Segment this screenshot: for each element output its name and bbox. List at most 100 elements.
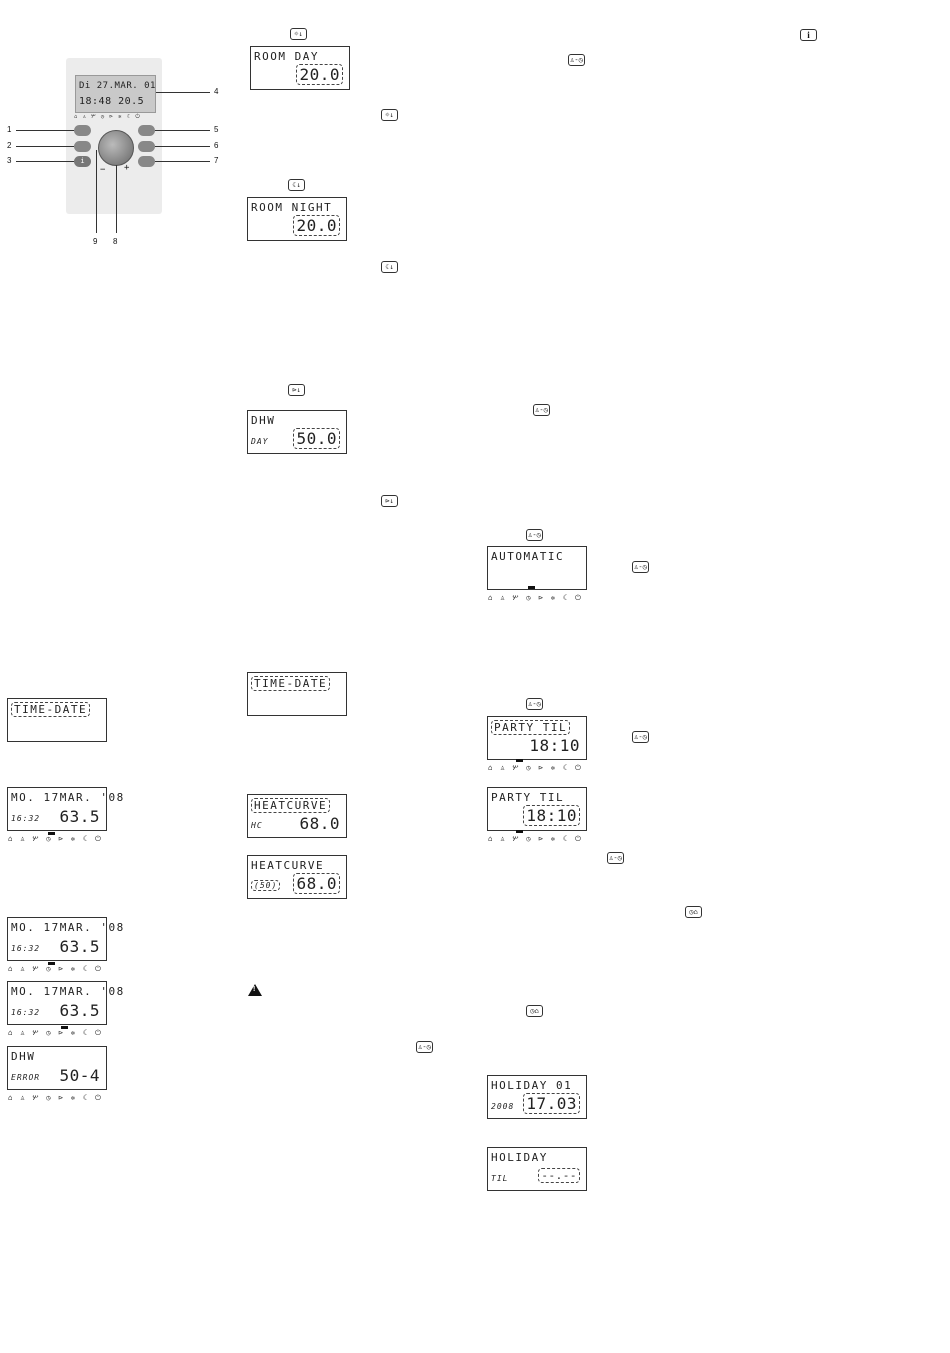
lcd-time-date-left-title: TIME-DATE <box>11 702 91 717</box>
device-symbol-row: ⌂ ♙ ሦ ◷ ⊳ ✲ ☾ ⏻ <box>74 114 141 120</box>
callout-6: 6 <box>214 141 219 150</box>
lcd-heatcurve-hc: HEATCURVE HC 68.0 <box>247 794 347 838</box>
lcd-holiday-1-value: 17.03 <box>523 1093 580 1114</box>
dhw-temp-key-icon: ⊳↓ <box>288 384 305 396</box>
device-display-line1: Di 27.MAR. 01 <box>79 81 156 91</box>
lcd-holiday-1: HOLIDAY 01 2008 17.03 <box>487 1075 587 1119</box>
callout-9: 9 <box>93 237 98 246</box>
lcd-room-day: ROOM DAY 20.0 <box>250 46 350 90</box>
leader-5 <box>155 130 210 131</box>
lcd-status-2: MO. 17MAR. '08 16:32 63.5 ⌂ ♙ ሦ ◷ ⊳ ✲ ☾ … <box>7 917 123 973</box>
lcd-dhw-error-value: 50-4 <box>59 1066 100 1085</box>
device-rotary-dial[interactable] <box>98 130 134 166</box>
leader-8 <box>116 165 117 233</box>
leader-6 <box>155 146 210 147</box>
night-temp-key-icon: ☾↓ <box>288 179 305 191</box>
lcd-holiday-2-title: HOLIDAY <box>491 1151 548 1164</box>
lcd-status-3-symbols: ⌂ ♙ ሦ ◷ ⊳ ✲ ☾ ⏻ <box>8 1028 103 1037</box>
lcd-status-3-value: 63.5 <box>59 1001 100 1020</box>
device-holiday-button[interactable] <box>74 141 91 152</box>
lcd-status-2-symbols: ⌂ ♙ ሦ ◷ ⊳ ✲ ☾ ⏻ <box>8 964 103 973</box>
leader-7 <box>155 161 210 162</box>
mode-key-icon: ♙-◷ <box>607 852 624 864</box>
holiday-key-icon: ◷⌂ <box>526 1005 543 1017</box>
device-dhw-temp-button[interactable] <box>138 156 155 167</box>
lcd-status-2-time: 16:32 <box>11 944 41 953</box>
lcd-automatic-title: AUTOMATIC <box>491 550 565 563</box>
lcd-time-date-left: TIME-DATE <box>7 698 107 742</box>
device-display: Di 27.MAR. 01 18:48 20.5 <box>75 75 156 113</box>
lcd-dhw-day: DHW DAY 50.0 <box>247 410 347 454</box>
lcd-party-1-value: 18:10 <box>529 736 580 755</box>
callout-3: 3 <box>7 156 12 165</box>
lcd-heatcurve-hc-value: 68.0 <box>299 814 340 833</box>
lcd-holiday-2-value: --.-- <box>538 1168 580 1183</box>
day-temp-key-icon: ☼↓ <box>381 109 398 121</box>
device-mode-button[interactable] <box>74 125 91 136</box>
lcd-status-2-value: 63.5 <box>59 937 100 956</box>
callout-2: 2 <box>7 141 12 150</box>
mode-key-icon: ♙-◷ <box>632 561 649 573</box>
lcd-status-1: MO. 17MAR. '08 16:32 63.5 ⌂ ♙ ሦ ◷ ⊳ ✲ ☾ … <box>7 787 123 843</box>
lcd-time-date-mid: TIME-DATE <box>247 672 347 716</box>
lcd-dhw-error-sub: ERROR <box>11 1073 41 1082</box>
lcd-room-night: ROOM NIGHT 20.0 <box>247 197 347 241</box>
lcd-automatic-marker <box>528 586 535 589</box>
device-night-temp-button[interactable] <box>138 141 155 152</box>
lcd-dhw-error: DHW ERROR 50-4 ⌂ ♙ ሦ ◷ ⊳ ✲ ☾ ⏻ <box>7 1046 107 1102</box>
device-display-line2: 18:48 20.5 <box>79 96 145 107</box>
lcd-party-1-marker <box>516 759 523 762</box>
lcd-holiday-2-sub: TIL <box>491 1174 509 1183</box>
lcd-status-3-marker <box>61 1026 68 1029</box>
device-day-temp-button[interactable] <box>138 125 155 136</box>
lcd-party-2: PARTY TIL 18:10 ⌂ ♙ ሦ ◷ ⊳ ✲ ☾ ⏻ <box>487 787 587 843</box>
callout-5: 5 <box>214 125 219 134</box>
mode-key-icon: ♙-◷ <box>416 1041 433 1053</box>
lcd-holiday-1-year: 2008 <box>491 1102 515 1111</box>
lcd-time-date-mid-title: TIME-DATE <box>251 676 331 691</box>
lcd-dhw-day-value: 50.0 <box>293 428 340 449</box>
lcd-status-3-date: MO. 17MAR. '08 <box>11 985 125 998</box>
leader-4 <box>156 92 210 93</box>
lcd-room-night-value: 20.0 <box>293 215 340 236</box>
leader-1 <box>16 130 74 131</box>
mode-key-icon: ♙-◷ <box>533 404 550 416</box>
lcd-dhw-error-title: DHW <box>11 1050 36 1063</box>
lcd-status-2-date: MO. 17MAR. '08 <box>11 921 125 934</box>
lcd-room-day-title: ROOM DAY <box>254 50 319 63</box>
callout-8: 8 <box>113 237 118 246</box>
lcd-party-1-title: PARTY TIL <box>491 720 571 735</box>
lcd-heatcurve-50-title: HEATCURVE <box>251 859 325 872</box>
lcd-heatcurve-50: HEATCURVE (50) 68.0 <box>247 855 347 899</box>
lcd-party-2-symbols: ⌂ ♙ ሦ ◷ ⊳ ✲ ☾ ⏻ <box>488 834 583 843</box>
lcd-party-2-marker <box>516 830 523 833</box>
lcd-party-2-value: 18:10 <box>523 805 580 826</box>
lcd-status-3-time: 16:32 <box>11 1008 41 1017</box>
lcd-dhw-error-symbols: ⌂ ♙ ሦ ◷ ⊳ ✲ ☾ ⏻ <box>8 1093 103 1102</box>
lcd-status-1-marker <box>48 832 55 835</box>
lcd-automatic-symbols: ⌂ ♙ ሦ ◷ ⊳ ✲ ☾ ⏻ <box>488 593 583 602</box>
lcd-status-3: MO. 17MAR. '08 16:32 63.5 ⌂ ♙ ሦ ◷ ⊳ ✲ ☾ … <box>7 981 123 1037</box>
mode-key-icon: ♙-◷ <box>526 529 543 541</box>
warning-icon: ! <box>248 984 262 996</box>
lcd-status-1-time: 16:32 <box>11 814 41 823</box>
lcd-heatcurve-50-value: 68.0 <box>293 873 340 894</box>
lcd-status-1-value: 63.5 <box>59 807 100 826</box>
lcd-party-1-symbols: ⌂ ♙ ሦ ◷ ⊳ ✲ ☾ ⏻ <box>488 763 583 772</box>
lcd-room-night-title: ROOM NIGHT <box>251 201 333 214</box>
lcd-party-2-title: PARTY TIL <box>491 791 565 804</box>
dial-plus-label: + <box>124 163 130 173</box>
lcd-holiday-1-title: HOLIDAY 01 <box>491 1079 573 1092</box>
controller-device: Di 27.MAR. 01 18:48 20.5 ⌂ ♙ ሦ ◷ ⊳ ✲ ☾ ⏻… <box>66 58 162 214</box>
leader-2 <box>16 146 74 147</box>
device-info-button[interactable]: i <box>74 156 91 167</box>
lcd-status-1-symbols: ⌂ ♙ ሦ ◷ ⊳ ✲ ☾ ⏻ <box>8 834 103 843</box>
callout-4: 4 <box>214 87 219 96</box>
day-temp-key-icon: ☼↓ <box>290 28 307 40</box>
info-key-icon: i <box>800 29 817 41</box>
lcd-heatcurve-hc-sub: HC <box>251 821 263 830</box>
callout-7: 7 <box>214 156 219 165</box>
lcd-heatcurve-hc-title: HEATCURVE <box>251 798 331 813</box>
lcd-status-2-marker <box>48 962 55 965</box>
leader-9 <box>96 150 97 233</box>
